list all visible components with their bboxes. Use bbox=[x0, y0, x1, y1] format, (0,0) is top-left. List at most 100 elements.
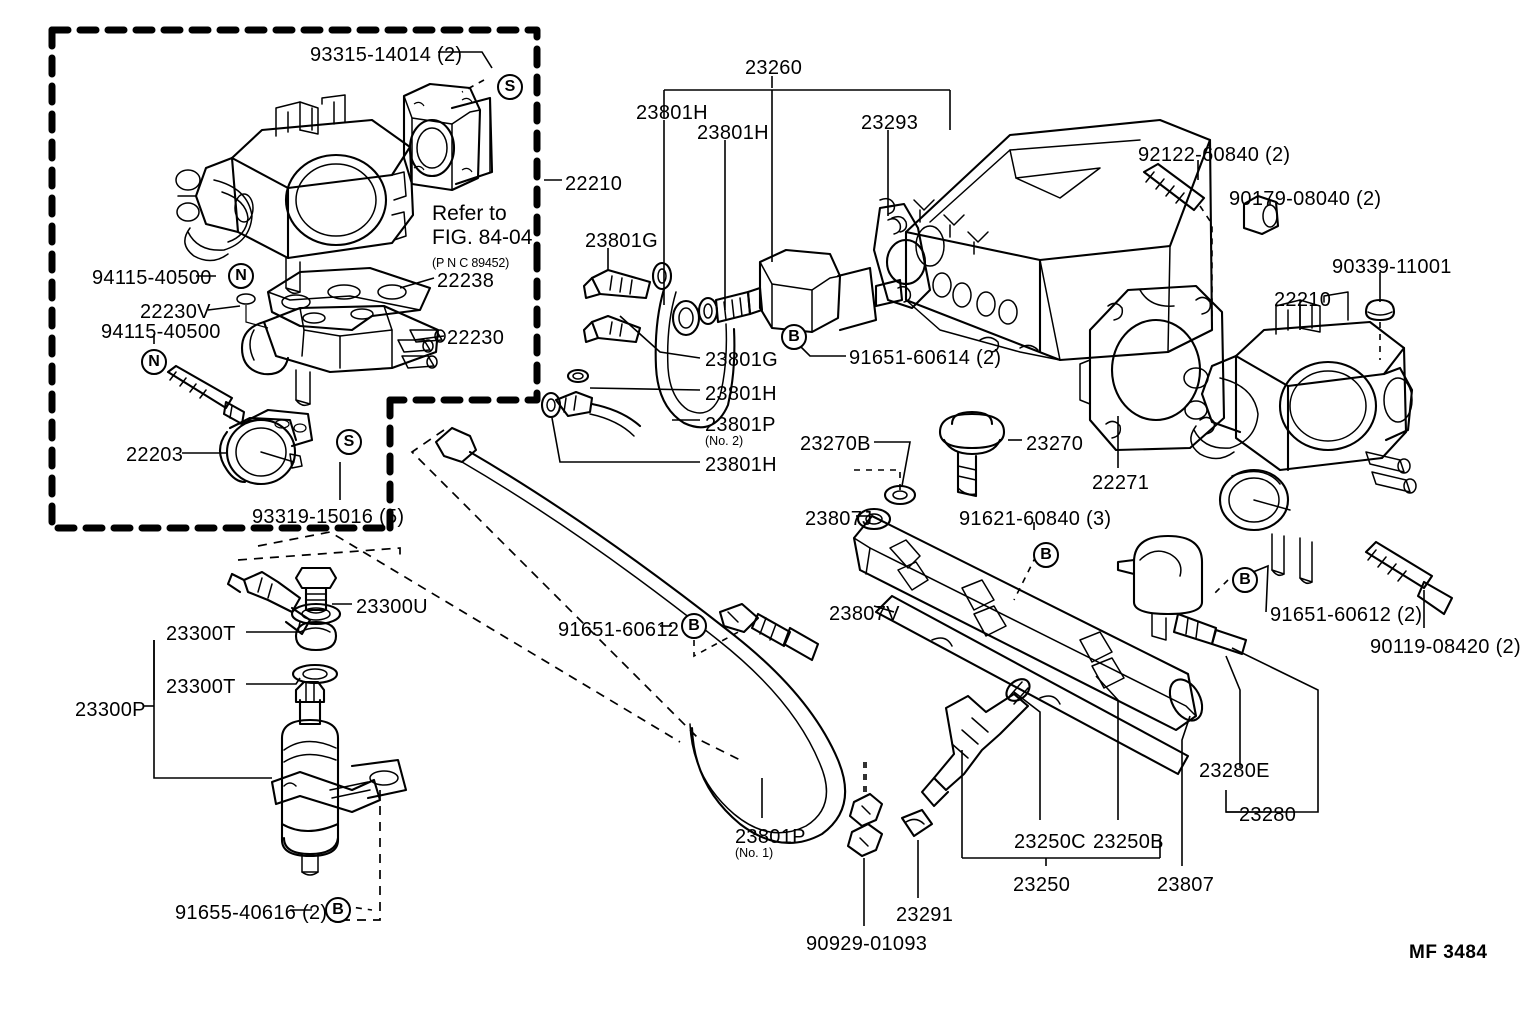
throttle-body-left-art bbox=[166, 82, 494, 486]
part-label-l-22230: 22230 bbox=[447, 328, 504, 349]
part-label-l-23300U: 23300U bbox=[356, 597, 428, 618]
part-label-l-90119: 90119-08420 (2) bbox=[1370, 637, 1521, 658]
part-label-l-23270: 23270 bbox=[1026, 434, 1083, 455]
refer-line-3: (P N C 89452) bbox=[432, 256, 510, 271]
part-number-text: 23250C bbox=[1014, 831, 1086, 853]
fuel-hose-long-art bbox=[257, 426, 847, 845]
part-label-l-23293: 23293 bbox=[861, 113, 918, 134]
part-label-l-23280: 23280 bbox=[1239, 805, 1296, 826]
part-number-text: 23260 bbox=[745, 57, 803, 79]
reference-mark-b-b3: B bbox=[1232, 567, 1258, 593]
part-number-text: 94115-40500 bbox=[92, 267, 212, 289]
part-label-l-23260: 23260 bbox=[745, 58, 802, 79]
reference-mark-b-b2: B bbox=[1033, 542, 1059, 568]
part-label-l-90179: 90179-08040 (2) bbox=[1229, 189, 1381, 210]
part-label-l-23801H-a: 23801H bbox=[636, 103, 708, 124]
part-label-l-22210-a: 22210 bbox=[565, 174, 622, 195]
fuel-rail-art bbox=[846, 410, 1248, 858]
part-label-l-23250: 23250 bbox=[1013, 875, 1070, 896]
part-number-text: 23280 bbox=[1239, 804, 1297, 826]
part-number-text: 23291 bbox=[896, 904, 954, 926]
part-number-text: 23801H bbox=[636, 102, 708, 124]
part-label-l-23807J: 23807J bbox=[805, 509, 872, 530]
part-number-text: 22238 bbox=[437, 270, 495, 292]
part-label-l-93319: 93319-15016 (5) bbox=[252, 507, 404, 528]
part-label-l-93315: 93315-14014 (2) bbox=[310, 45, 462, 66]
part-number-text: 23300T bbox=[166, 676, 236, 698]
part-label-l-91651-60612-l: 91651-60612 bbox=[558, 620, 679, 641]
part-number-text: 23801G bbox=[705, 349, 778, 371]
part-label-l-23250B: 23250B bbox=[1093, 832, 1164, 853]
part-number-text: 23300P bbox=[75, 699, 146, 721]
part-number-text: 23270 bbox=[1026, 433, 1084, 455]
part-number-text: 22210 bbox=[565, 173, 623, 195]
part-label-l-22230V: 22230V bbox=[140, 302, 211, 323]
part-number-text: 23280E bbox=[1199, 760, 1270, 782]
refer-line-1: Refer to bbox=[432, 202, 507, 225]
part-label-l-23291: 23291 bbox=[896, 905, 953, 926]
part-label-l-22203: 22203 bbox=[126, 445, 183, 466]
part-number-subtext: (No. 2) bbox=[705, 434, 744, 448]
part-number-text: 94115-40500 bbox=[101, 321, 221, 343]
part-label-l-94115-b: 94115-40500 bbox=[101, 322, 221, 343]
part-label-l-23801G-a: 23801G bbox=[585, 231, 658, 252]
part-number-text: 23270B bbox=[800, 433, 871, 455]
part-number-text: 23801P bbox=[735, 826, 806, 848]
reference-mark-n-n2: N bbox=[141, 349, 167, 375]
part-number-text: 91655-40616 (2) bbox=[175, 902, 328, 924]
part-number-text: 23293 bbox=[861, 112, 919, 134]
part-number-text: 90339-11001 bbox=[1332, 256, 1452, 278]
part-label-l-23300T-a: 23300T bbox=[166, 624, 236, 645]
part-number-text: 23801H bbox=[697, 122, 769, 144]
part-number-text: 23250 bbox=[1013, 874, 1071, 896]
reference-mark-b-b5: B bbox=[325, 897, 351, 923]
part-number-text: 23300U bbox=[356, 596, 428, 618]
part-number-text: 23807V bbox=[829, 603, 900, 625]
part-label-l-23801H-b: 23801H bbox=[697, 123, 769, 144]
part-number-text: 22230 bbox=[447, 327, 505, 349]
reference-mark-n-n1: N bbox=[228, 263, 254, 289]
part-label-l-22210-b: 22210 bbox=[1274, 290, 1331, 311]
part-label-l-23300P: 23300P bbox=[75, 700, 146, 721]
part-label-l-90929: 90929-01093 bbox=[806, 934, 927, 955]
part-number-text: 93315-14014 (2) bbox=[310, 44, 463, 66]
part-label-l-23801H-c: 23801H bbox=[705, 384, 777, 405]
part-label-l-23801H-d: 23801H bbox=[705, 455, 777, 476]
part-label-l-23801G-b: 23801G bbox=[705, 350, 778, 371]
reference-mark-s-s2: S bbox=[336, 429, 362, 455]
figure-code: MF 3484 bbox=[1409, 942, 1488, 963]
part-label-l-91651-60614: 91651-60614 (2) bbox=[849, 348, 1001, 369]
part-number-text: 23801P bbox=[705, 414, 776, 436]
refer-to-note: Refer to FIG. 84-04 (P N C 89452) bbox=[432, 202, 532, 273]
part-label-l-23280E: 23280E bbox=[1199, 761, 1270, 782]
part-label-l-91651-60612-r: 91651-60612 (2) bbox=[1270, 605, 1422, 626]
intake-manifold-art bbox=[540, 118, 1226, 452]
part-number-text: 23801H bbox=[705, 454, 777, 476]
part-number-text: 91651-60612 bbox=[558, 619, 680, 641]
part-number-text: 23807 bbox=[1157, 874, 1215, 896]
part-label-l-23270B: 23270B bbox=[800, 434, 871, 455]
leader-lines bbox=[144, 51, 1425, 926]
part-number-text: 90179-08040 (2) bbox=[1229, 188, 1382, 210]
part-number-text: 90119-08420 (2) bbox=[1370, 636, 1521, 658]
part-number-text: 91651-60614 (2) bbox=[849, 347, 1002, 369]
part-label-l-94115-a: 94115-40500 bbox=[92, 268, 212, 289]
part-label-l-91621: 91621-60840 (3) bbox=[959, 509, 1111, 530]
part-number-text: 23801G bbox=[585, 230, 658, 252]
part-label-l-23250C: 23250C bbox=[1014, 832, 1086, 853]
part-number-text: 91651-60612 (2) bbox=[1270, 604, 1423, 626]
part-label-l-91655: 91655-40616 (2) bbox=[175, 903, 327, 924]
part-number-text: 90929-01093 bbox=[806, 933, 928, 955]
part-number-subtext: (No. 1) bbox=[735, 846, 774, 860]
part-number-text: 91621-60840 (3) bbox=[959, 508, 1112, 530]
part-label-l-23801P-1: 23801P(No. 1) bbox=[735, 827, 806, 860]
part-label-l-90339: 90339-11001 bbox=[1332, 257, 1452, 278]
fuel-filter-art bbox=[153, 547, 408, 921]
part-number-text: 93319-15016 (5) bbox=[252, 506, 405, 528]
part-number-text: 23807J bbox=[805, 508, 873, 530]
part-number-text: 92122-60840 (2) bbox=[1138, 144, 1291, 166]
part-label-l-23300T-b: 23300T bbox=[166, 677, 236, 698]
part-number-text: 22210 bbox=[1274, 289, 1332, 311]
